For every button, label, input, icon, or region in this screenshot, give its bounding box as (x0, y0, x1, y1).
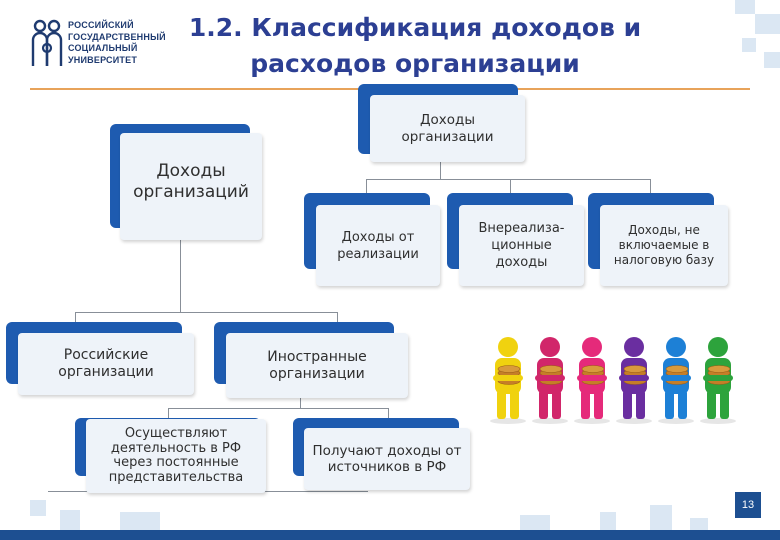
logo-icon (31, 19, 63, 66)
people-with-coins-illustration (490, 337, 736, 424)
left-head-label: Доходы организаций (120, 133, 262, 240)
bottom-bar (0, 530, 780, 540)
org-type-label: Российские организации (18, 333, 194, 395)
page-number: 13 (735, 492, 761, 518)
person-figure (490, 337, 526, 424)
income-type-label: Внереализа-ционные доходы (459, 205, 584, 286)
person-figure (700, 337, 736, 424)
org-type-label: Иностранные организации (226, 333, 408, 398)
logo-line: УНИВЕРСИТЕТ (68, 54, 138, 65)
foreign-subtype-label: Осуществляют деятельность в РФ через пос… (86, 419, 266, 493)
logo-line: СОЦИАЛЬНЫЙ (68, 43, 138, 53)
person-figure (616, 337, 652, 424)
root-node-label: Доходы организации (370, 95, 525, 162)
page-title: 1.2. Классификация доходов и расходов ор… (160, 10, 670, 82)
person-figure (532, 337, 568, 424)
title-line-1: 1.2. Классификация доходов и (188, 13, 642, 42)
person-figure (574, 337, 610, 424)
person-figure (658, 337, 694, 424)
logo-text: РОССИЙСКИЙ ГОСУДАРСТВЕННЫЙ СОЦИАЛЬНЫЙ УН… (68, 20, 166, 66)
income-type-label: Доходы от реализации (316, 205, 440, 286)
income-type-label: Доходы, не включаемые в налоговую базу (600, 205, 728, 286)
logo-line: РОССИЙСКИЙ (68, 20, 134, 30)
logo-line: ГОСУДАРСТВЕННЫЙ (68, 31, 166, 42)
title-line-2: расходов организации (250, 49, 580, 78)
foreign-subtype-label: Получают доходы от источников в РФ (304, 428, 470, 490)
